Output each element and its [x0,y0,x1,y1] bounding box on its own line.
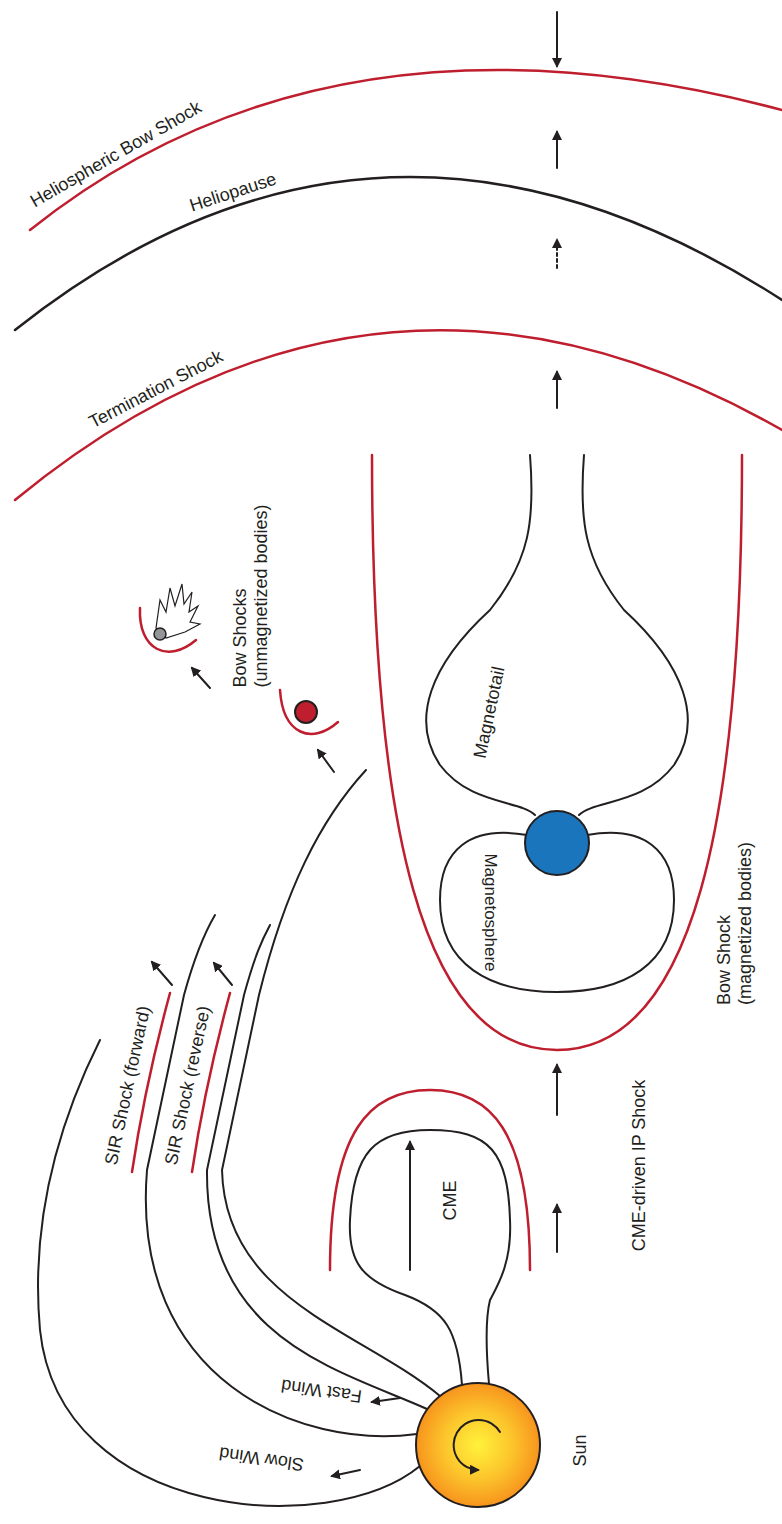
cme-outline [350,1130,510,1385]
cme-label: CME [440,1180,461,1220]
flow-arrows [152,12,557,1476]
wind-label: Slow Wind [218,1442,305,1475]
region-label: Magnetosphere [479,853,500,971]
wind-arrow [332,1470,360,1476]
cme-arrow [409,1142,411,1270]
bow-shock-label: Bow Shock (magnetized bodies) [714,835,756,1005]
flow-arrow [556,1065,558,1115]
magnetized-bow-shock [372,455,742,1050]
flow-arrow [192,668,210,688]
heliopause [15,177,782,330]
flow-arrow [556,132,558,168]
fast-wind-line [146,915,417,1436]
sun-label: Sun [570,1434,591,1466]
comet-nucleus [154,628,166,640]
boundary-label: Heliospheric Bow Shock [27,96,206,211]
fast-wind-line [207,925,427,1409]
sun [416,1383,540,1507]
comet-bow-shock [140,608,196,652]
magnetotail-outline [579,455,688,815]
shock-label: CME-driven IP Shock [629,1079,650,1251]
cme-driven-shock [330,1090,530,1270]
wind-arrow [372,1398,400,1402]
flow-arrow [556,1205,558,1252]
boundary-label: Heliopause [187,168,279,216]
termination-shock [15,330,782,500]
region-label: Magnetotail [470,664,510,759]
spiral-field-line [222,770,440,1396]
shock-motion-arrow [214,963,232,985]
wind-label: Fast Wind [280,1374,363,1406]
flow-arrow [318,750,334,772]
boundary-label: Termination Shock [85,345,226,432]
flow-arrow [556,240,558,268]
planet [295,701,317,723]
rotation-arrow [454,1420,500,1470]
earth [525,811,589,875]
magnetotail-outline [426,455,535,815]
flow-arrow [556,372,558,408]
planet-bow-shock [280,690,338,734]
shock-motion-arrow [152,962,172,985]
bow-shock-label: Bow Shocks (unmagnetized bodies) [229,503,271,688]
flow-arrow [556,12,558,66]
